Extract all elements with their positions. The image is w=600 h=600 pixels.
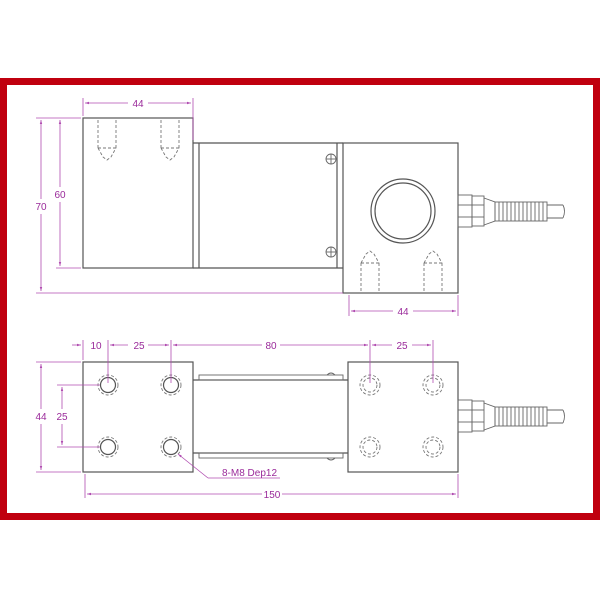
cover-screw-icon <box>325 246 337 258</box>
dim-label-10: 10 <box>90 341 102 352</box>
load-button-icon <box>370 178 436 244</box>
dim-label-44-right: 44 <box>397 307 409 318</box>
dimension-overall-length: 150 <box>84 474 459 501</box>
dim-label-25-right: 25 <box>396 341 408 352</box>
dim-label-70: 70 <box>35 202 47 213</box>
dim-label-80: 80 <box>265 341 277 352</box>
dimension-plate-height: 44 <box>35 361 81 473</box>
left-mounting-block <box>82 117 194 269</box>
dim-label-44: 44 <box>132 99 144 110</box>
thread-callout: 8-M8 Dep12 <box>177 453 280 479</box>
dim-label-60: 60 <box>54 190 66 201</box>
hidden-tapped-holes-left <box>97 120 180 161</box>
mounting-holes-left <box>97 374 182 458</box>
dim-label-150: 150 <box>264 490 281 501</box>
dim-label-25-vertical: 25 <box>56 412 68 423</box>
left-mounting-plate <box>82 361 194 473</box>
cable-gland <box>457 194 565 228</box>
mounting-holes-right <box>359 374 444 458</box>
top-view: 44 70 60 44 <box>35 98 565 318</box>
beam-plan <box>193 372 348 461</box>
cover-screw-icon <box>325 153 337 165</box>
dimension-vertical-hole-pitch: 25 <box>56 384 100 448</box>
dimension-right-block-width: 44 <box>348 295 459 318</box>
sensing-beam-body <box>193 142 343 269</box>
thread-callout-label: 8-M8 Dep12 <box>222 468 277 479</box>
cable-gland-plan <box>457 399 565 433</box>
dimension-hole-spacing-row: 10 25 80 25 <box>72 340 434 383</box>
right-loading-block <box>342 142 459 294</box>
bottom-view: 10 25 80 25 44 25 8-M8 Dep12 <box>35 340 565 501</box>
dimension-block-height: 60 <box>54 120 81 269</box>
dimension-top-left-width: 44 <box>82 98 194 140</box>
dimension-overall-height: 70 <box>35 117 343 294</box>
hidden-tapped-holes-right <box>360 250 443 291</box>
dim-label-25: 25 <box>133 341 145 352</box>
dim-label-44-plate: 44 <box>35 412 47 423</box>
